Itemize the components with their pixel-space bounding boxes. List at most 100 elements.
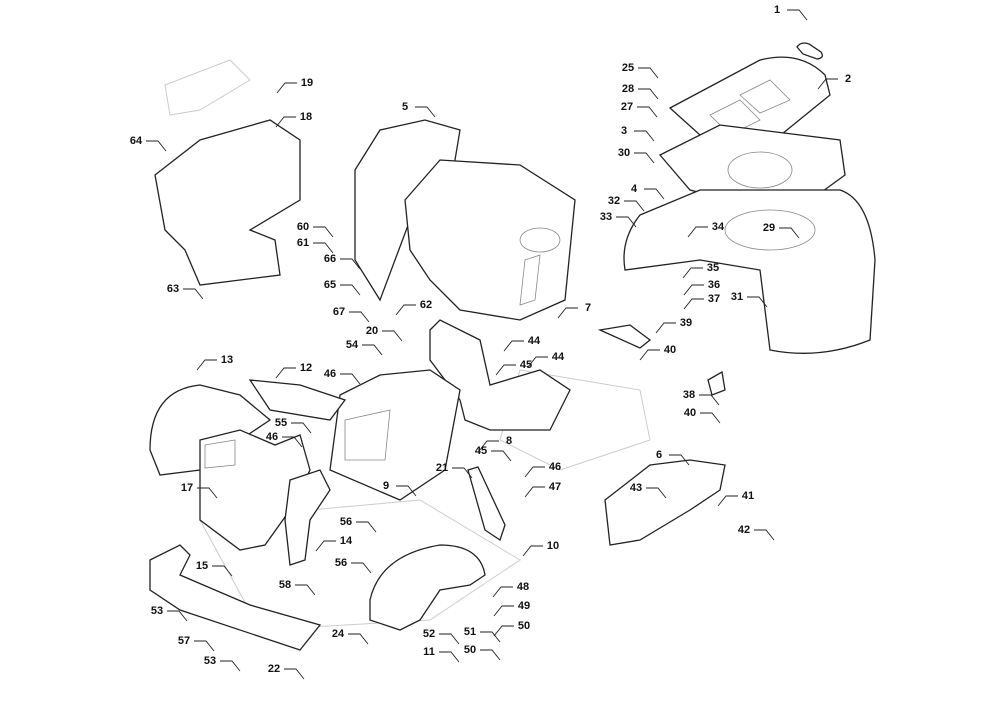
part-10-bracket — [467, 466, 506, 542]
leader-line-13 — [196, 359, 217, 371]
leader-line-42 — [754, 529, 775, 541]
callout-65: 65 — [323, 279, 337, 291]
leader-line-19 — [276, 82, 297, 94]
leader-line-38 — [699, 394, 720, 406]
callout-7: 7 — [584, 302, 592, 314]
callout-30: 30 — [617, 147, 631, 159]
callout-13: 13 — [220, 354, 234, 366]
callout-8: 8 — [505, 435, 513, 447]
callout-53: 53 — [150, 605, 164, 617]
leader-line-54 — [362, 344, 383, 356]
callout-18: 18 — [299, 111, 313, 123]
callout-66: 66 — [323, 253, 337, 265]
leader-line-5 — [415, 106, 436, 118]
callout-56: 56 — [339, 516, 353, 528]
leader-line-65 — [340, 284, 361, 296]
leader-line-7 — [557, 307, 578, 319]
leader-line-40 — [639, 349, 660, 361]
callout-63: 63 — [166, 283, 180, 295]
leader-line-44 — [503, 340, 524, 352]
callout-52: 52 — [422, 628, 436, 640]
callout-24: 24 — [331, 628, 345, 640]
leader-line-31 — [747, 296, 768, 308]
leader-line-67 — [349, 311, 370, 323]
leader-line-63 — [183, 288, 204, 300]
callout-56: 56 — [334, 557, 348, 569]
part-7-hood — [404, 159, 576, 321]
leader-line-15 — [212, 565, 233, 577]
callout-50: 50 — [463, 644, 477, 656]
part-22-bumper — [149, 544, 322, 651]
part-14-side-panel — [284, 469, 331, 566]
part-19-18-console-covers — [154, 119, 301, 286]
callout-14: 14 — [339, 535, 353, 547]
callout-3: 3 — [620, 125, 628, 137]
callout-54: 54 — [345, 339, 359, 351]
leader-line-12 — [275, 367, 296, 379]
leader-line-18 — [275, 116, 296, 128]
leader-line-6 — [669, 454, 690, 466]
callout-1: 1 — [773, 4, 781, 16]
leader-line-3 — [634, 130, 655, 142]
callout-51: 51 — [463, 626, 477, 638]
callout-45: 45 — [474, 445, 488, 457]
leader-lines — [146, 9, 838, 680]
callout-50: 50 — [517, 620, 531, 632]
callout-4: 4 — [630, 183, 638, 195]
callout-12: 12 — [299, 362, 313, 374]
leader-line-56 — [351, 562, 372, 574]
leader-line-57 — [194, 640, 215, 652]
leader-line-55 — [291, 422, 312, 434]
leader-line-45 — [495, 364, 516, 376]
callout-44: 44 — [551, 351, 565, 363]
leader-line-10 — [522, 545, 543, 557]
leader-line-48 — [492, 586, 513, 598]
callout-15: 15 — [195, 560, 209, 572]
leader-line-46 — [282, 436, 303, 448]
callout-61: 61 — [296, 237, 310, 249]
callout-40: 40 — [663, 344, 677, 356]
leader-line-47 — [524, 486, 545, 498]
callout-46: 46 — [548, 461, 562, 473]
callout-43: 43 — [629, 482, 643, 494]
callout-29: 29 — [762, 222, 776, 234]
callout-45: 45 — [519, 359, 533, 371]
part-12-panel — [248, 379, 347, 421]
callout-40: 40 — [683, 407, 697, 419]
part-9-20-steering-cover — [329, 369, 461, 501]
callout-36: 36 — [707, 279, 721, 291]
callout-46: 46 — [323, 368, 337, 380]
leader-line-17 — [197, 487, 218, 499]
part-6-side-trim — [604, 459, 726, 546]
callout-67: 67 — [332, 306, 346, 318]
callout-42: 42 — [737, 524, 751, 536]
callout-39: 39 — [679, 317, 693, 329]
leader-line-36 — [683, 284, 704, 296]
leader-line-53 — [220, 660, 241, 672]
callout-55: 55 — [274, 417, 288, 429]
callout-64: 64 — [129, 135, 143, 147]
leader-line-8 — [478, 440, 499, 452]
leader-line-29 — [779, 227, 800, 239]
leader-line-32 — [624, 200, 645, 212]
leader-line-51 — [480, 631, 501, 643]
leader-line-28 — [638, 88, 659, 100]
callout-49: 49 — [517, 600, 531, 612]
callout-38: 38 — [682, 389, 696, 401]
leader-line-9 — [396, 485, 417, 497]
leader-line-45 — [491, 450, 512, 462]
leader-line-34 — [687, 226, 708, 238]
leader-line-44 — [527, 356, 548, 368]
leader-line-60 — [313, 226, 334, 238]
callout-35: 35 — [706, 262, 720, 274]
leader-line-62 — [395, 304, 416, 316]
leader-line-37 — [683, 298, 704, 310]
leader-line-41 — [717, 495, 738, 507]
callout-5: 5 — [401, 101, 409, 113]
leader-line-46 — [340, 373, 361, 385]
callout-62: 62 — [419, 299, 433, 311]
leader-line-66 — [340, 258, 361, 270]
callout-21: 21 — [435, 462, 449, 474]
